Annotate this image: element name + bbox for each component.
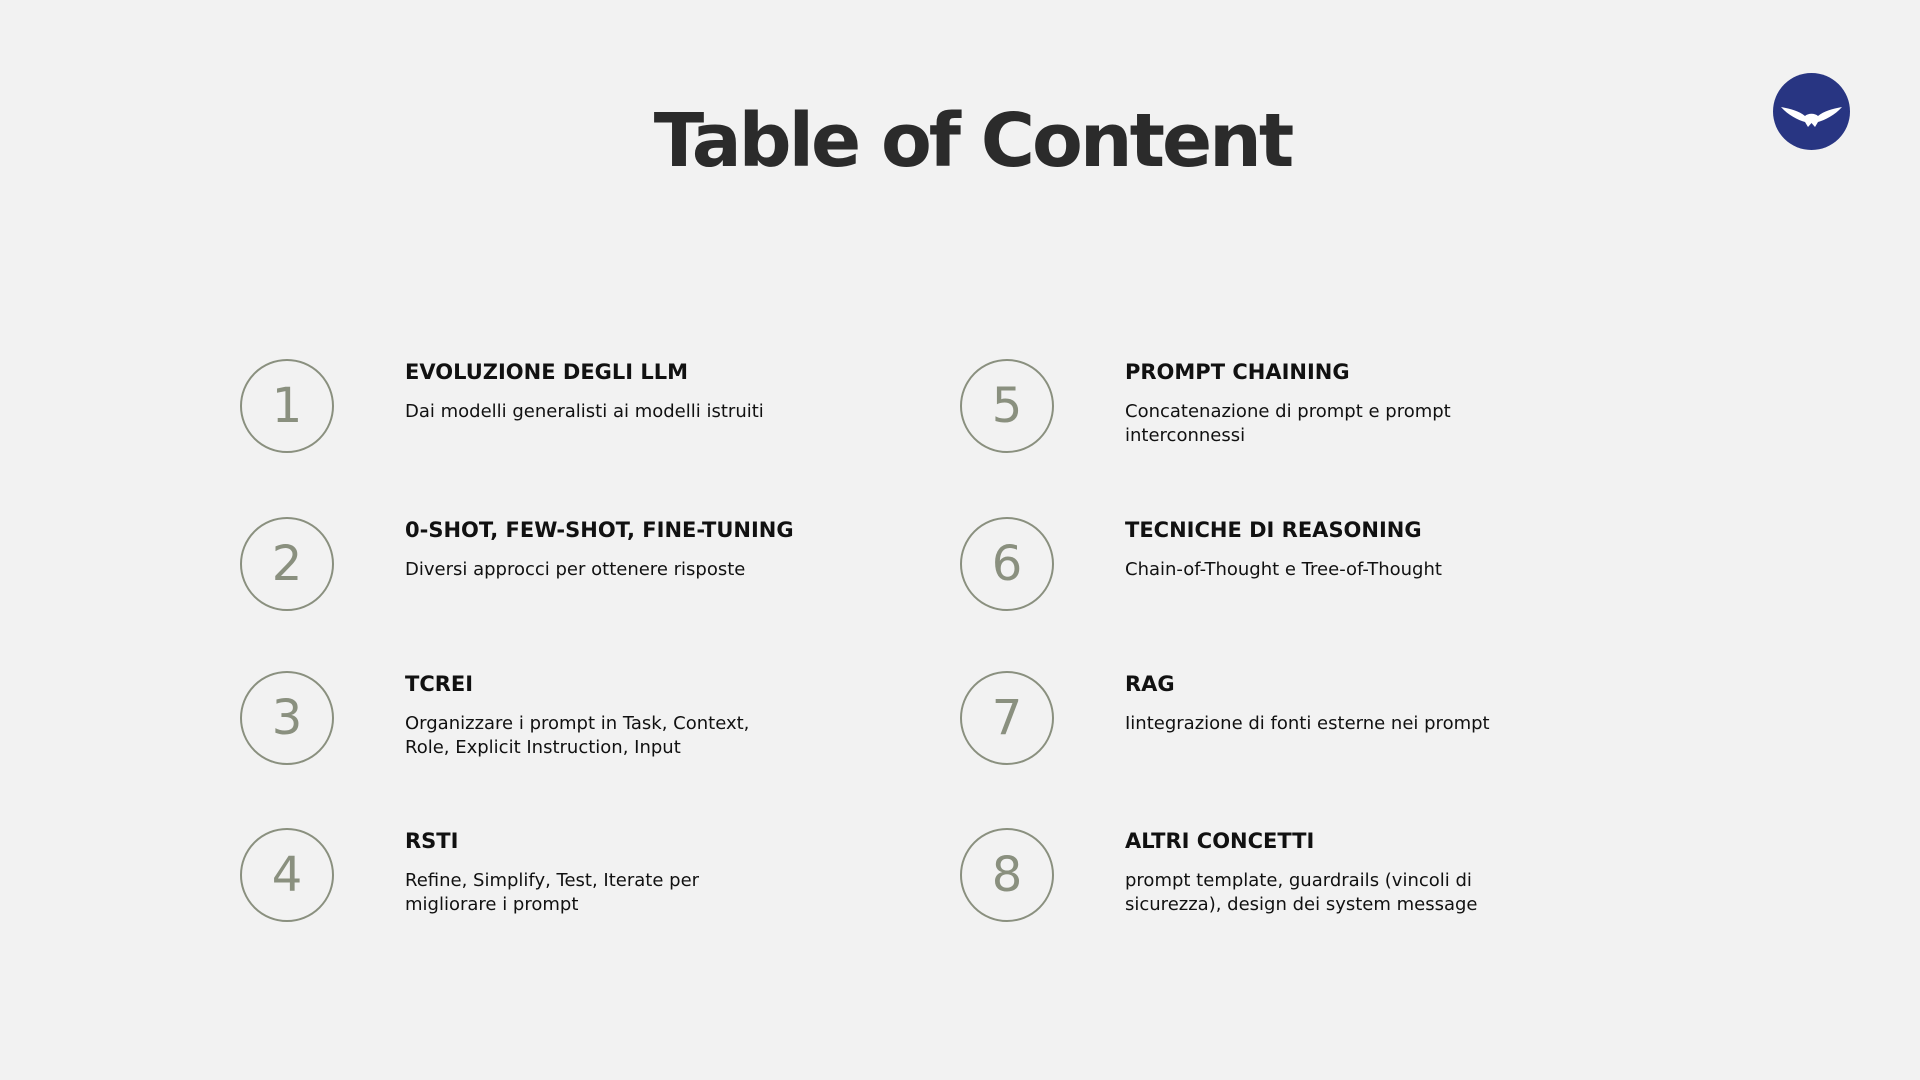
item-description: Diversi approcci per ottenere risposte <box>405 559 746 580</box>
number-circle: 5 <box>960 359 1054 453</box>
toc-item-1: 1 EVOLUZIONE DEGLI LLM Dai modelli gener… <box>240 359 940 469</box>
logo <box>1773 73 1850 150</box>
item-description: Organizzare i prompt in Task, Context, R… <box>405 713 750 758</box>
bird-icon <box>1781 107 1842 127</box>
item-title: 0-SHOT, FEW-SHOT, FINE-TUNING <box>405 518 794 542</box>
item-title: RAG <box>1125 672 1175 696</box>
item-description: Iintegrazione di fonti esterne nei promp… <box>1125 713 1490 734</box>
item-title: TCREI <box>405 672 474 696</box>
toc-item-3: 3 TCREI Organizzare i prompt in Task, Co… <box>240 671 940 781</box>
item-description: prompt template, guardrails (vincoli di … <box>1125 870 1478 915</box>
page-title: Table of Content <box>653 98 1294 184</box>
number-circle: 4 <box>240 828 334 922</box>
item-title: ALTRI CONCETTI <box>1125 829 1315 853</box>
item-description: Dai modelli generalisti ai modelli istru… <box>405 401 764 422</box>
item-description: Chain-of-Thought e Tree-of-Thought <box>1125 559 1442 580</box>
number-circle: 8 <box>960 828 1054 922</box>
toc-item-5: 5 PROMPT CHAINING Concatenazione di prom… <box>960 359 1660 469</box>
number-circle: 6 <box>960 517 1054 611</box>
item-title: EVOLUZIONE DEGLI LLM <box>405 360 689 384</box>
number-circle: 1 <box>240 359 334 453</box>
toc-item-7: 7 RAG Iintegrazione di fonti esterne nei… <box>960 671 1660 781</box>
number-circle: 2 <box>240 517 334 611</box>
item-title: PROMPT CHAINING <box>1125 360 1350 384</box>
item-description: Concatenazione di prompt e prompt interc… <box>1125 401 1451 446</box>
toc-item-8: 8 ALTRI CONCETTI prompt template, guardr… <box>960 828 1660 938</box>
toc-item-4: 4 RSTI Refine, Simplify, Test, Iterate p… <box>240 828 940 938</box>
number-circle: 3 <box>240 671 334 765</box>
item-title: TECNICHE DI REASONING <box>1125 518 1422 542</box>
number-circle: 7 <box>960 671 1054 765</box>
toc-item-6: 6 TECNICHE DI REASONING Chain-of-Thought… <box>960 517 1660 627</box>
item-description: Refine, Simplify, Test, Iterate per migl… <box>405 870 700 915</box>
item-title: RSTI <box>405 829 459 853</box>
toc-item-2: 2 0-SHOT, FEW-SHOT, FINE-TUNING Diversi … <box>240 517 940 627</box>
